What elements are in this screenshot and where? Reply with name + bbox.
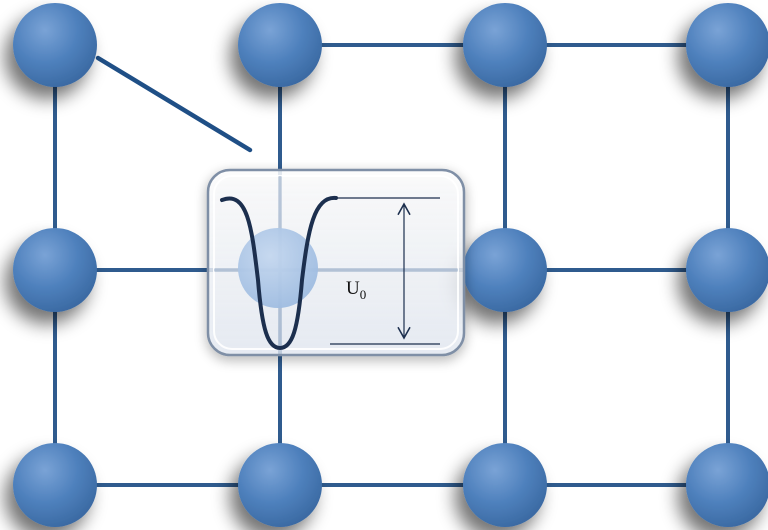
potential-depth-label: U0 xyxy=(346,278,366,302)
atom-r0-c2 xyxy=(463,3,547,87)
atom-r2-c1 xyxy=(238,443,322,527)
atom-r0-c3 xyxy=(686,3,768,87)
inset-inner-frame xyxy=(213,175,459,350)
lattice-atoms xyxy=(13,3,768,527)
atom-r1-c0 xyxy=(13,228,97,312)
atom-r2-c3 xyxy=(686,443,768,527)
potential-depth-label-subscript: 0 xyxy=(360,287,367,302)
potential-well-curve xyxy=(220,195,338,350)
atom-r1-c3 xyxy=(686,228,768,312)
atom-r0-c1 xyxy=(238,3,322,87)
atom-r2-c2 xyxy=(463,443,547,527)
pointer-line xyxy=(95,55,253,153)
potential-depth-label-main: U xyxy=(346,278,360,299)
potential-well-inset: U0 xyxy=(206,168,466,357)
atom-r2-c0 xyxy=(13,443,97,527)
atom-r1-c2 xyxy=(463,228,547,312)
atom-r0-c0 xyxy=(13,3,97,87)
